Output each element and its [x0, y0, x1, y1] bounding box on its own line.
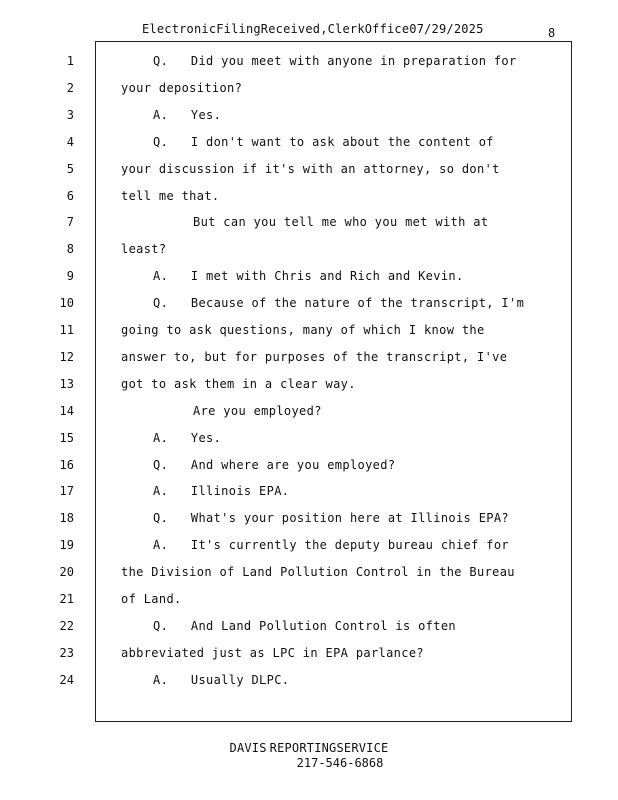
reporter-phone: 217-546-6868 [296, 756, 384, 770]
line-number: 13 [59, 376, 74, 391]
line-number: 4 [66, 134, 74, 149]
transcript-line: abbreviated just as LPC in EPA parlance? [121, 645, 424, 660]
transcript-line: A. Yes. [153, 107, 222, 122]
transcript-line: Q. And Land Pollution Control is often [153, 618, 456, 633]
reporter-company-part2: REPORTINGSERVICE [269, 741, 389, 755]
line-number: 12 [59, 349, 74, 364]
line-number: 16 [59, 457, 74, 472]
transcript-line: Q. And where are you employed? [153, 457, 396, 472]
line-number: 18 [59, 511, 74, 526]
line-number: 3 [66, 107, 74, 122]
page-number: 8 [548, 26, 556, 40]
line-number: 1 [66, 54, 74, 68]
transcript-line: your deposition? [121, 80, 243, 95]
filing-stamp: ElectronicFilingReceived,ClerkOffice07/2… [142, 22, 484, 36]
line-number: 17 [59, 484, 74, 499]
transcript-line: tell me that. [121, 188, 220, 203]
line-number: 14 [59, 403, 74, 418]
line-number: 8 [66, 242, 74, 257]
line-number: 21 [59, 592, 74, 606]
transcript-line: A. Yes. [153, 430, 222, 445]
line-number: 6 [66, 188, 74, 203]
transcript-line: answer to, but for purposes of the trans… [121, 349, 508, 364]
transcript-line: going to ask questions, many of which I … [121, 323, 485, 337]
line-number: 20 [59, 565, 74, 580]
line-number: 19 [59, 538, 74, 553]
line-number: 23 [59, 645, 74, 660]
transcript-line: Q. I don't want to ask about the content… [153, 134, 494, 149]
line-number: 11 [59, 323, 74, 337]
transcript-line: the Division of Land Pollution Control i… [121, 565, 515, 580]
transcript-line: of Land. [121, 592, 182, 606]
transcript-line: Q. Because of the nature of the transcri… [153, 296, 525, 311]
transcript-line: A. I met with Chris and Rich and Kevin. [153, 269, 464, 284]
transcript-line: least? [121, 242, 167, 257]
transcript-line: Q. What's your position here at Illinois… [153, 511, 510, 526]
transcript-box [95, 41, 572, 722]
line-number: 5 [66, 161, 74, 176]
transcript-line: Q. Did you meet with anyone in preparati… [153, 54, 517, 68]
line-number: 22 [59, 618, 74, 633]
reporter-company-part1: DAVIS [229, 741, 267, 755]
line-number: 9 [66, 269, 74, 284]
line-number: 15 [59, 430, 74, 445]
line-number: 2 [66, 80, 74, 95]
transcript-line: your discussion if it's with an attorney… [121, 161, 500, 176]
line-number: 7 [66, 215, 74, 230]
transcript-line: A. Usually DLPC. [153, 672, 290, 687]
transcript-line: But can you tell me who you met with at [193, 215, 489, 230]
line-number: 24 [59, 672, 74, 687]
transcript-line: A. It's currently the deputy bureau chie… [153, 538, 510, 553]
transcript-line: A. Illinois EPA. [153, 484, 290, 499]
transcript-line: got to ask them in a clear way. [121, 376, 356, 391]
transcript-line: Are you employed? [193, 403, 322, 418]
line-number: 10 [59, 296, 74, 311]
